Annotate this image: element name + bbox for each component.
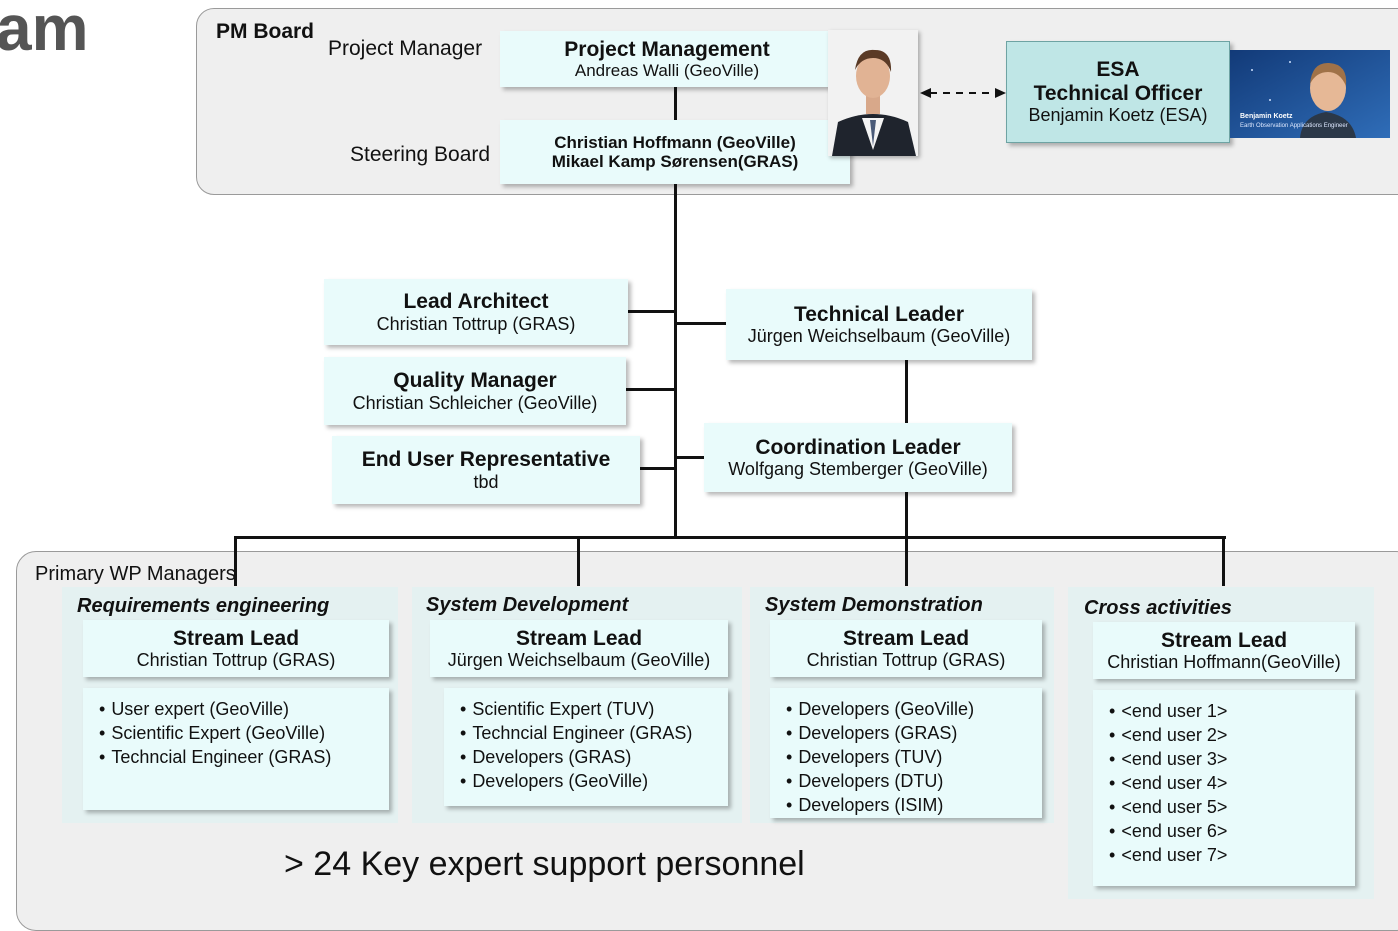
lead-architect-connector: [628, 310, 676, 313]
quality-manager-title: Quality Manager: [393, 369, 557, 393]
stream-lead-requirements: Stream Lead Christian Tottrup (GRAS): [83, 620, 389, 677]
wp-title-system-development: System Development: [426, 594, 629, 616]
steering-board-member-2: Mikael Kamp Sørensen(GRAS): [551, 152, 799, 171]
end-user-rep-person: tbd: [473, 471, 499, 492]
esa-label: ESA: [1096, 58, 1140, 82]
tech-to-coord-connector: [905, 360, 908, 423]
project-manager-label: Project Manager: [328, 37, 483, 60]
list-item: <end user 4>: [1109, 771, 1355, 795]
quality-manager-box: Quality Manager Christian Schleicher (Ge…: [324, 357, 626, 425]
stream-lead-person: Jürgen Weichselbaum (GeoVille): [447, 650, 711, 671]
coord-to-bus-connector: [905, 492, 908, 539]
members-requirements: User expert (GeoVille) Scientific Expert…: [83, 688, 389, 810]
list-item: <end user 3>: [1109, 747, 1355, 771]
project-management-person: Andreas Walli (GeoVille): [574, 61, 760, 81]
quality-manager-person: Christian Schleicher (GeoVille): [352, 392, 598, 413]
list-item: <end user 1>: [1109, 699, 1355, 723]
wp-title-cross-activities: Cross activities: [1084, 597, 1232, 619]
stream-lead-system-demonstration: Stream Lead Christian Tottrup (GRAS): [770, 620, 1042, 677]
list-item: Scientific Expert (TUV): [460, 697, 728, 721]
technical-leader-person: Jürgen Weichselbaum (GeoVille): [747, 326, 1011, 347]
wp-drop-cross-activities: [1222, 536, 1225, 586]
end-user-rep-title: End User Representative: [361, 448, 611, 472]
project-management-box: Project Management Andreas Walli (GeoVil…: [500, 31, 834, 87]
esa-person: Benjamin Koetz (ESA): [1028, 105, 1208, 126]
quality-manager-connector: [626, 388, 676, 391]
list-item: Developers (DTU): [786, 769, 1042, 793]
wp-managers-label: Primary WP Managers: [35, 563, 236, 585]
list-item: Developers (GeoVille): [786, 697, 1042, 721]
stream-lead-label: Stream Lead: [515, 626, 643, 650]
coordination-leader-title: Coordination Leader: [755, 435, 961, 459]
lead-architect-person: Christian Tottrup (GRAS): [376, 313, 576, 334]
key-expert-support-note: > 24 Key expert support personnel: [284, 845, 805, 883]
stream-lead-system-development: Stream Lead Jürgen Weichselbaum (GeoVill…: [430, 620, 728, 677]
coordination-leader-connector: [676, 456, 704, 459]
list-item: <end user 6>: [1109, 819, 1355, 843]
technical-leader-connector: [676, 322, 726, 325]
stream-lead-person: Christian Tottrup (GRAS): [136, 650, 336, 671]
pm-board-label: PM Board: [216, 20, 315, 43]
esa-officer-photo: Benjamin Koetz Earth Observation Applica…: [1230, 50, 1390, 138]
list-item: <end user 2>: [1109, 723, 1355, 747]
esa-photo-name: Benjamin Koetz: [1240, 113, 1293, 120]
members-cross-activities: <end user 1> <end user 2> <end user 3> <…: [1093, 690, 1355, 886]
lead-architect-title: Lead Architect: [403, 290, 549, 314]
stream-lead-label: Stream Lead: [842, 626, 970, 650]
wp-drop-system-demonstration: [905, 536, 908, 586]
project-manager-photo: [828, 30, 918, 156]
esa-role: Technical Officer: [1033, 81, 1203, 105]
end-user-rep-box: End User Representative tbd: [332, 436, 640, 504]
list-item: Techncial Engineer (GRAS): [460, 721, 728, 745]
list-item: Techncial Engineer (GRAS): [99, 745, 389, 769]
wp-drop-system-development: [577, 536, 580, 586]
list-item: User expert (GeoVille): [99, 697, 389, 721]
coordination-leader-box: Coordination Leader Wolfgang Stemberger …: [704, 423, 1012, 492]
list-item: Developers (TUV): [786, 745, 1042, 769]
steering-board-box: Christian Hoffmann (GeoVille) Mikael Kam…: [500, 120, 850, 184]
stream-lead-cross-activities: Stream Lead Christian Hoffmann(GeoVille): [1093, 622, 1355, 679]
technical-leader-box: Technical Leader Jürgen Weichselbaum (Ge…: [726, 289, 1032, 360]
wp-horizontal-bus: [234, 536, 1226, 539]
wp-drop-requirements: [234, 536, 237, 586]
wp-title-requirements: Requirements engineering: [77, 595, 330, 617]
wp-title-system-demonstration: System Demonstration: [765, 594, 983, 616]
coordination-leader-person: Wolfgang Stemberger (GeoVille): [728, 459, 988, 480]
list-item: <end user 7>: [1109, 843, 1355, 867]
steering-board-member-1: Christian Hoffmann (GeoVille): [554, 132, 796, 152]
esa-technical-officer-box: ESA Technical Officer Benjamin Koetz (ES…: [1006, 41, 1230, 143]
end-user-rep-connector: [640, 467, 676, 470]
pm-to-steering-connector: [674, 87, 677, 120]
page-title-fragment: am: [0, 0, 89, 64]
list-item: Scientific Expert (GeoVille): [99, 721, 389, 745]
list-item: Developers (GRAS): [786, 721, 1042, 745]
project-management-title: Project Management: [564, 37, 770, 61]
technical-leader-title: Technical Leader: [793, 302, 964, 326]
lead-architect-box: Lead Architect Christian Tottrup (GRAS): [324, 279, 628, 345]
stream-lead-person: Christian Tottrup (GRAS): [806, 650, 1006, 671]
main-trunk-connector: [674, 184, 677, 539]
list-item: Developers (GeoVille): [460, 769, 728, 793]
members-system-development: Scientific Expert (TUV) Techncial Engine…: [444, 688, 728, 806]
list-item: <end user 5>: [1109, 795, 1355, 819]
stream-lead-person: Christian Hoffmann(GeoVille): [1107, 652, 1341, 673]
list-item: Developers (ISIM): [786, 793, 1042, 817]
stream-lead-label: Stream Lead: [172, 626, 300, 650]
list-item: Developers (GRAS): [460, 745, 728, 769]
members-system-demonstration: Developers (GeoVille) Developers (GRAS) …: [770, 688, 1042, 818]
stream-lead-label: Stream Lead: [1160, 628, 1288, 652]
pm-esa-link-arrow: [920, 88, 1006, 98]
steering-board-label: Steering Board: [350, 143, 491, 166]
esa-photo-role: Earth Observation Applications Engineer: [1240, 123, 1348, 129]
